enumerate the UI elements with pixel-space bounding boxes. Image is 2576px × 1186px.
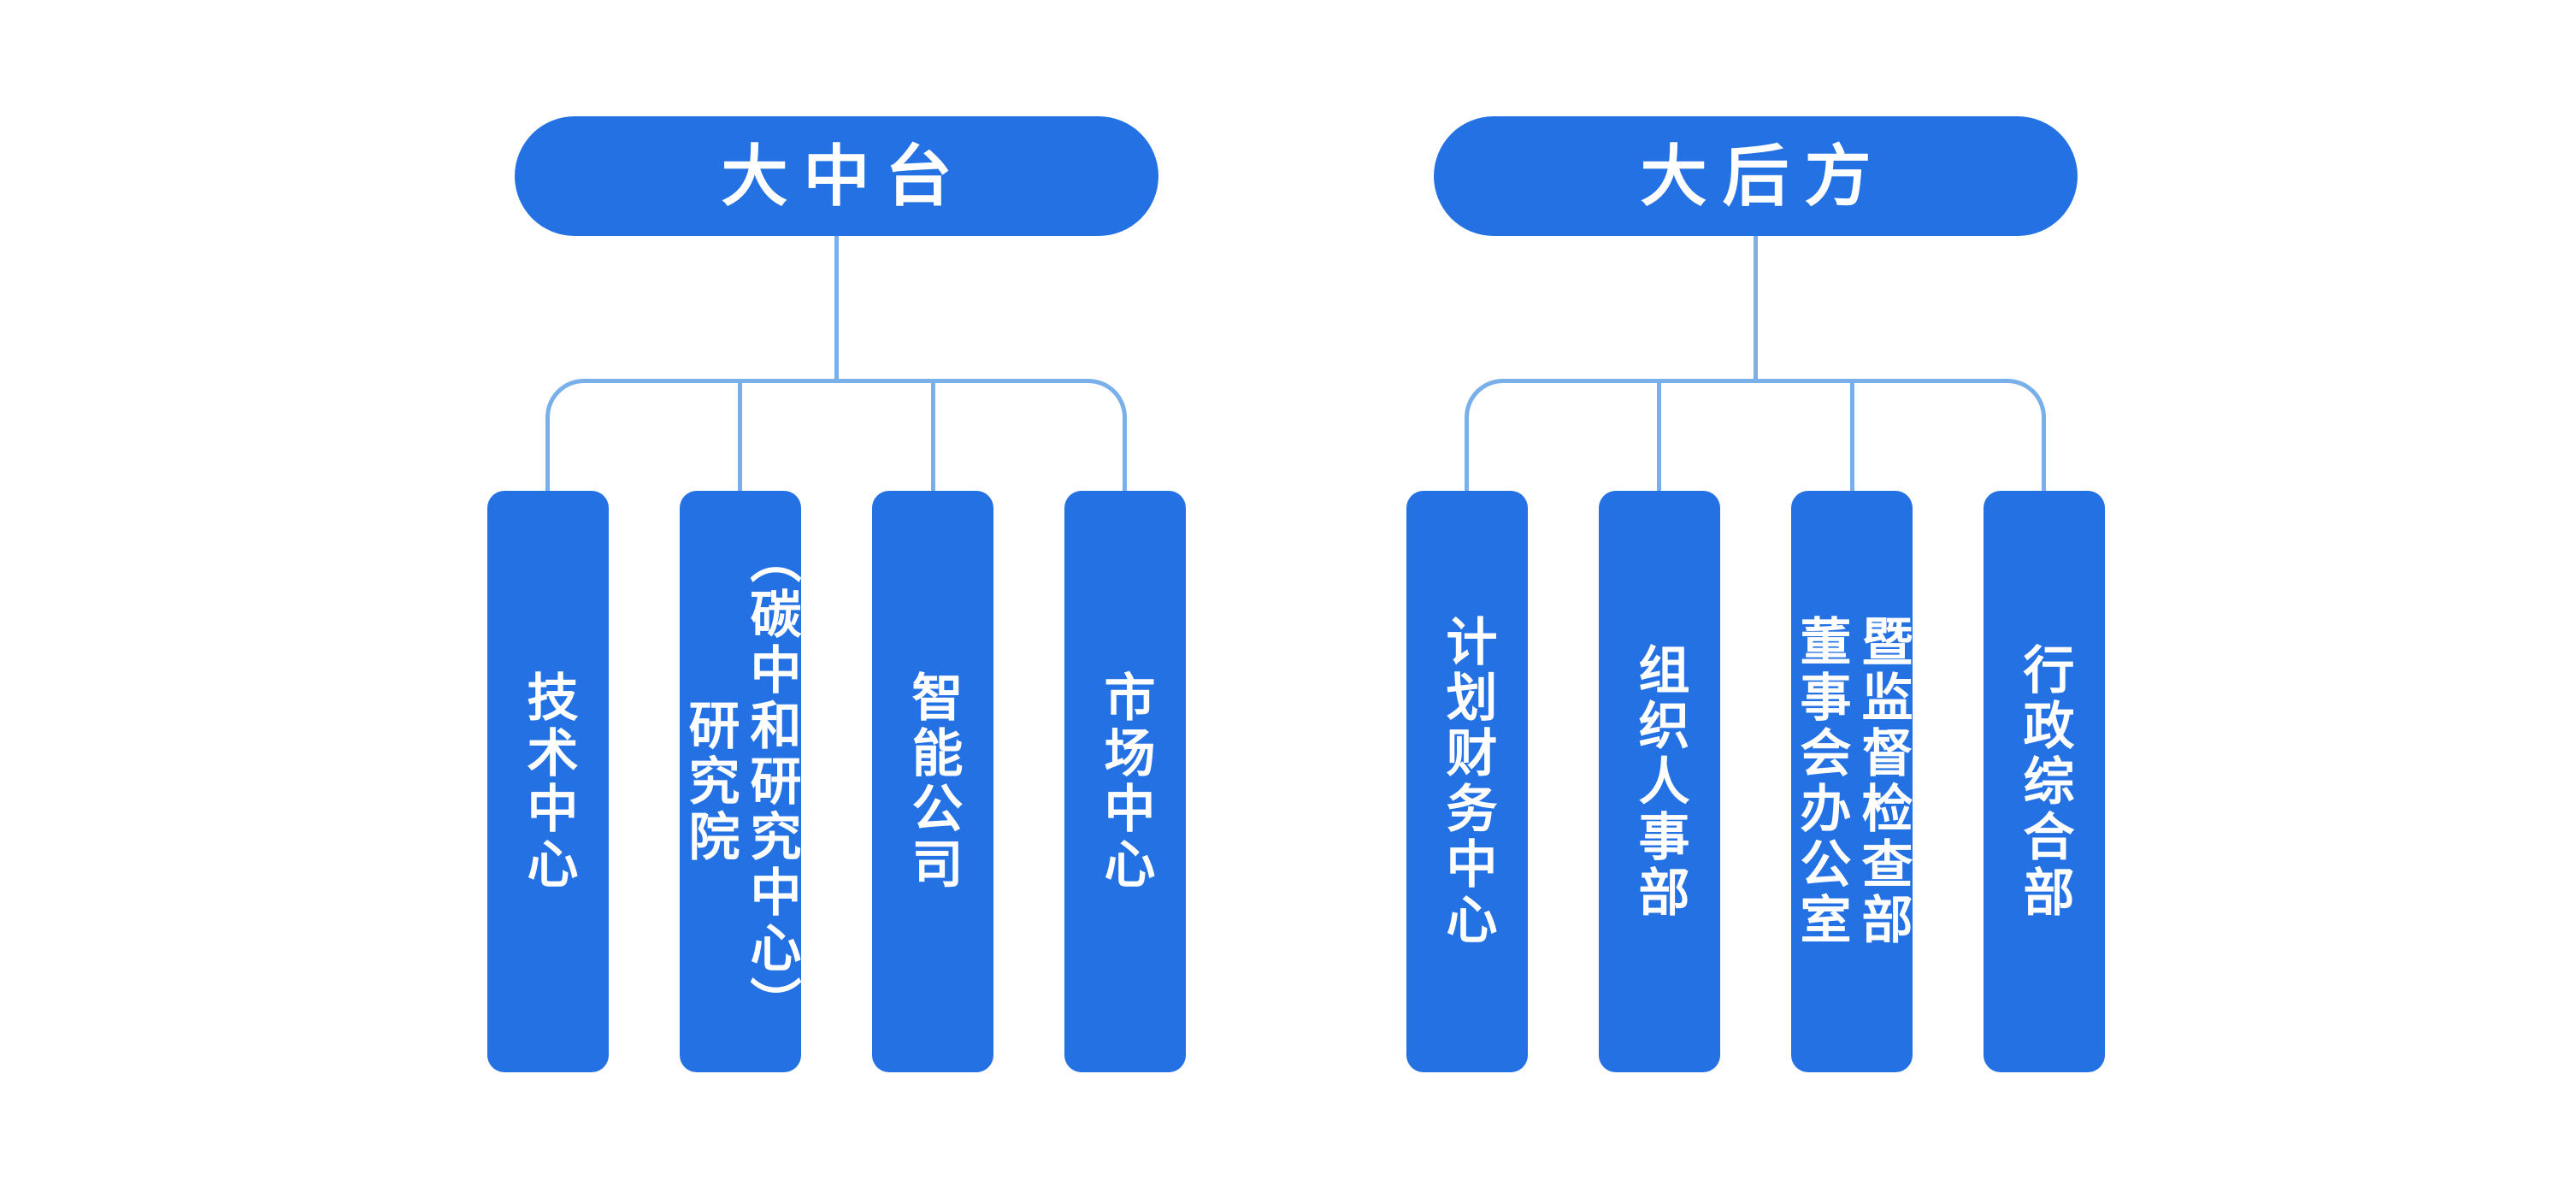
- connector-drop: [738, 379, 742, 491]
- dept-node-org-personnel-dept[interactable]: 组织人事部: [1599, 491, 1720, 1072]
- dept-node-planning-finance-center[interactable]: 计划财务中心: [1406, 491, 1528, 1072]
- connector-stem: [834, 236, 839, 379]
- connector-bus: [1465, 379, 2046, 491]
- group-header-rear-support[interactable]: 大后方: [1434, 116, 2078, 236]
- dept-label: 计划财务中心: [1439, 615, 1496, 948]
- dept-label: 行政综合部: [2016, 642, 2073, 921]
- dept-label: 市场中心: [1097, 670, 1154, 893]
- dept-node-research-institute[interactable]: 研究院 （碳中和研究中心）: [680, 491, 801, 1072]
- children-row: 计划财务中心 组织人事部 董事会办公室 暨监督检查部 行政综合部: [1406, 491, 2105, 1072]
- group-header-label: 大中台: [721, 139, 968, 214]
- dept-label: 研究院 （碳中和研究中心）: [681, 531, 800, 1032]
- dept-label: 技术中心: [520, 670, 577, 893]
- dept-label: 董事会办公室 暨监督检查部: [1793, 615, 1912, 948]
- dept-node-market-center[interactable]: 市场中心: [1064, 491, 1186, 1072]
- dept-label: 智能公司: [905, 670, 962, 893]
- dept-node-board-office-supervision-dept[interactable]: 董事会办公室 暨监督检查部: [1791, 491, 1913, 1072]
- connector-drop: [1850, 379, 1854, 491]
- dept-label: 组织人事部: [1631, 642, 1689, 921]
- connector-drop: [931, 379, 935, 491]
- org-group-middle-platform: 大中台 技术中心 研究院 （碳中和研究中心） 智能公司 市场中心: [487, 116, 1186, 1072]
- org-group-rear-support: 大后方 计划财务中心 组织人事部 董事会办公室 暨监督检查部 行政综合部: [1406, 116, 2105, 1072]
- children-row: 技术中心 研究院 （碳中和研究中心） 智能公司 市场中心: [487, 491, 1186, 1072]
- group-header-middle-platform[interactable]: 大中台: [515, 116, 1158, 236]
- dept-node-admin-general-dept[interactable]: 行政综合部: [1984, 491, 2105, 1072]
- dept-node-tech-center[interactable]: 技术中心: [487, 491, 609, 1072]
- connector-drop: [1657, 379, 1661, 491]
- group-header-label: 大后方: [1640, 139, 1887, 214]
- connector-bus: [545, 379, 1127, 491]
- dept-node-intelligent-company[interactable]: 智能公司: [872, 491, 993, 1072]
- connector-stem: [1754, 236, 1758, 379]
